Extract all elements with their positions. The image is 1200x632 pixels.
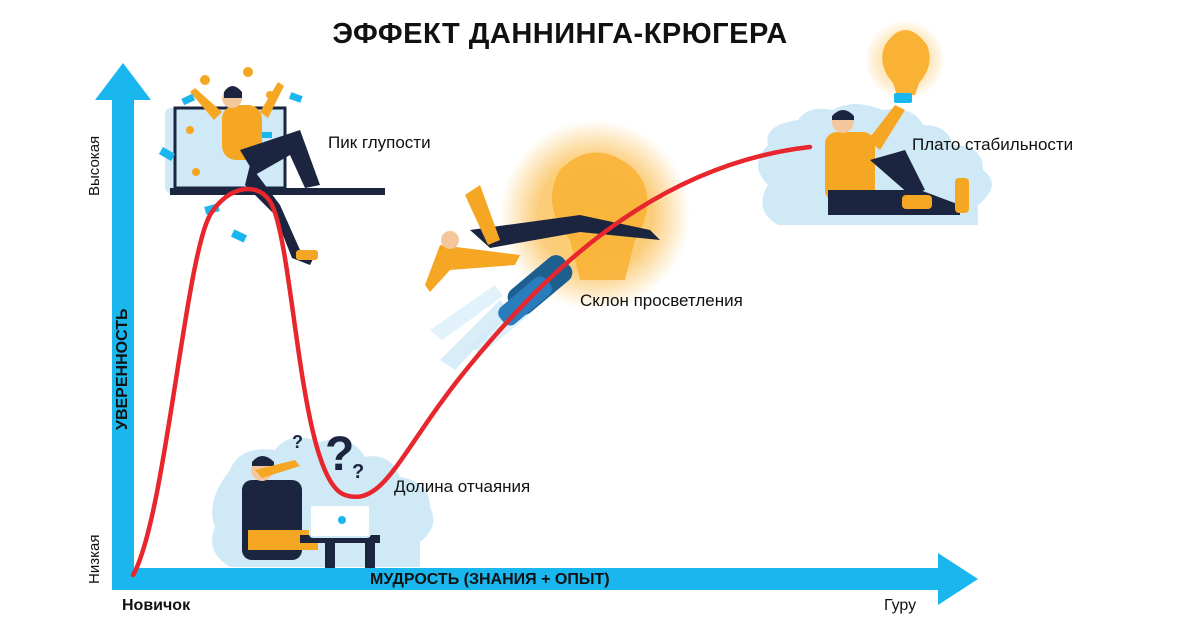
- light-bulb-icon: [882, 30, 930, 103]
- x-axis: [112, 568, 942, 590]
- x-axis-label: МУДРОСТЬ (ЗНАНИЯ + ОПЫТ): [370, 571, 610, 588]
- axes: [95, 63, 978, 605]
- stage-peak-label: Пик глупости: [328, 133, 431, 152]
- plateau-illustration: [758, 20, 992, 225]
- slope-illustration: [425, 120, 690, 370]
- x-axis-arrow: [938, 553, 978, 605]
- svg-text:?: ?: [352, 461, 364, 483]
- peak-illustration: [158, 67, 385, 265]
- y-axis: [112, 96, 134, 588]
- confidence-curve: [130, 144, 813, 578]
- y-axis-high-label: Высокая: [86, 135, 103, 196]
- x-axis-end-label: Гуру: [884, 597, 917, 614]
- question-mark-icon: ?: [325, 428, 354, 481]
- money-icon: [200, 75, 210, 85]
- x-axis-start-label: Новичок: [122, 597, 191, 614]
- stage-valley-label: Долина отчаяния: [394, 477, 531, 496]
- y-axis-low-label: Низкая: [86, 534, 103, 584]
- valley-illustration: ? ? ?: [212, 428, 434, 573]
- stage-slope-label: Склон просветления: [580, 291, 743, 310]
- stage-plateau-label: Плато стабильности: [912, 135, 1074, 154]
- svg-text:?: ?: [292, 432, 303, 452]
- y-axis-arrow: [95, 63, 151, 100]
- y-axis-label: УВЕРЕННОСТЬ: [114, 308, 131, 430]
- page-title: ЭФФЕКТ ДАННИНГА-КРЮГЕРА: [332, 18, 788, 50]
